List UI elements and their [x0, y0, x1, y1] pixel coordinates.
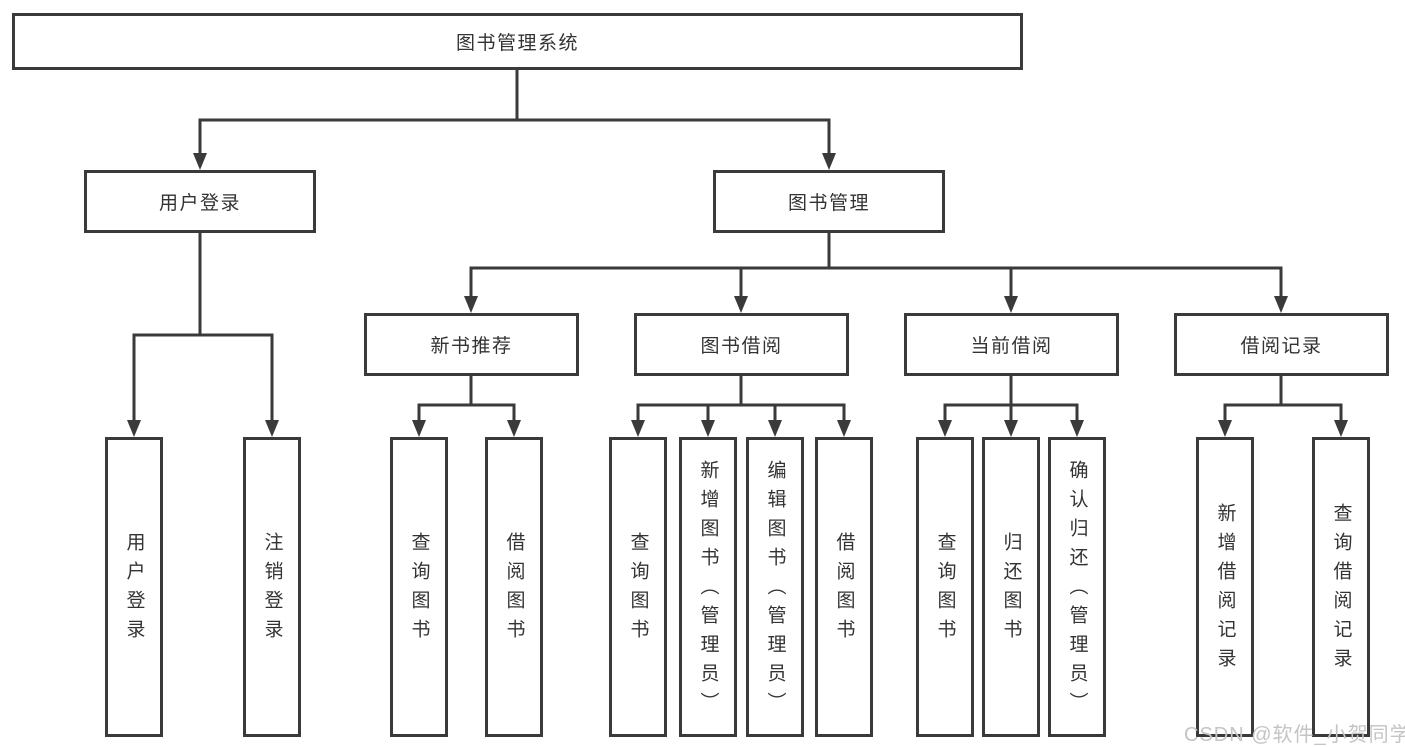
node-book-management-module: 图书管理	[713, 170, 945, 233]
leaf-query-books-recommend: 查询图书	[390, 437, 448, 737]
arrowheads	[127, 153, 1348, 437]
leaf-add-books-admin: 新增图书（管理员）	[679, 437, 737, 737]
leaf-borrow-books-recommend: 借阅图书	[485, 437, 543, 737]
node-book-borrow: 图书借阅	[634, 313, 849, 376]
node-borrow-records: 借阅记录	[1174, 313, 1389, 376]
node-new-book-recommend: 新书推荐	[364, 313, 579, 376]
leaf-add-borrow-record: 新增借阅记录	[1196, 437, 1254, 737]
leaf-query-books-borrow: 查询图书	[609, 437, 667, 737]
leaf-user-login: 用户登录	[105, 437, 163, 737]
leaf-confirm-return-admin: 确认归还（管理员）	[1048, 437, 1106, 737]
leaf-logout: 注销登录	[243, 437, 301, 737]
node-library-management-system: 图书管理系统	[12, 13, 1023, 70]
leaf-edit-books-admin: 编辑图书（管理员）	[746, 437, 804, 737]
node-current-borrow: 当前借阅	[904, 313, 1119, 376]
leaf-query-books-current: 查询图书	[916, 437, 974, 737]
node-user-login-module: 用户登录	[84, 170, 316, 233]
leaf-return-books: 归还图书	[982, 437, 1040, 737]
leaf-borrow-books: 借阅图书	[815, 437, 873, 737]
csdn-watermark: CSDN @软件_小贺同学	[1184, 724, 1405, 746]
leaf-query-borrow-record: 查询借阅记录	[1312, 437, 1370, 737]
